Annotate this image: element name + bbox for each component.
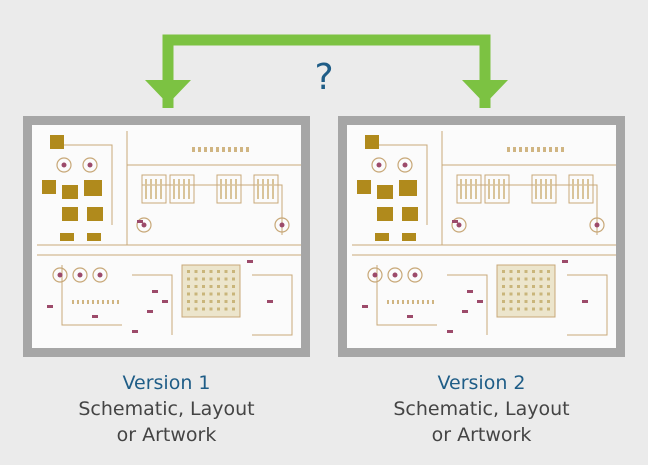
right-arrow-head-icon [462, 80, 508, 104]
question-mark: ? [314, 57, 334, 98]
version-1-caption: Version 1 Schematic, Layout or Artwork [23, 370, 310, 448]
version-1-title: Version 1 [122, 372, 211, 394]
version-2-pcb-image [347, 125, 616, 348]
version-2-caption: Version 2 Schematic, Layout or Artwork [338, 370, 625, 448]
version-2-board-frame [338, 116, 625, 357]
version-1-line-1: Schematic, Layout [78, 398, 255, 420]
version-1-pcb-image [32, 125, 301, 348]
version-1-board-frame [23, 116, 310, 357]
version-2-line-2: or Artwork [431, 424, 532, 446]
version-1-line-2: or Artwork [116, 424, 217, 446]
left-arrow-head-icon [145, 80, 191, 104]
version-2-title: Version 2 [437, 372, 526, 394]
version-2-line-1: Schematic, Layout [393, 398, 570, 420]
